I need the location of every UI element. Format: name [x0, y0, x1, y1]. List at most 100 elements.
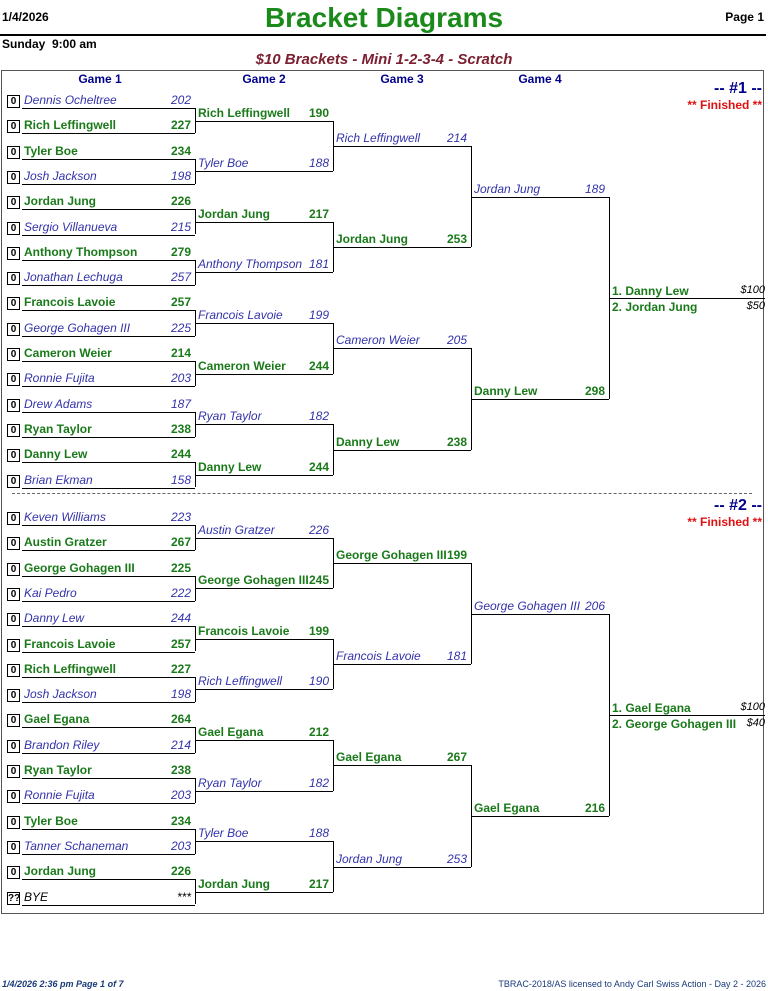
bowler-name: Rich Leffingwell	[24, 661, 117, 676]
slot-line	[196, 790, 333, 792]
slot-line	[22, 462, 195, 464]
bowler-name: Ryan Taylor	[24, 763, 92, 777]
bowler-score: 226	[170, 194, 191, 209]
bracket-connector	[195, 209, 196, 235]
slot-line	[22, 335, 195, 337]
bowler-score: 245	[308, 573, 329, 588]
slot-line	[196, 588, 333, 590]
slot-line	[196, 424, 333, 426]
slot-line	[472, 196, 609, 198]
bowler-score: 225	[170, 560, 191, 575]
bowler-name: Jordan Jung	[24, 864, 97, 879]
bowler-name: George Gohagen III	[336, 547, 447, 562]
result-prize: $40	[746, 716, 765, 729]
bowler-score: 214	[170, 346, 191, 360]
bowler-score: 182	[308, 775, 329, 790]
bowler-score: 244	[308, 459, 329, 474]
entry-count-box: 0	[7, 663, 20, 677]
bowler-score: 188	[308, 156, 329, 171]
bowler-name: Josh Jackson	[24, 687, 97, 702]
slot-line	[22, 158, 195, 160]
slot-line	[22, 550, 195, 552]
bowler-score: 238	[170, 421, 191, 436]
slot-line	[22, 209, 195, 211]
bowler-name: Rich Leffingwell	[24, 118, 117, 133]
bowler-name: George Gohagen III	[24, 560, 135, 575]
bowler-name: Tyler Boe	[24, 813, 78, 828]
bracket-connector	[333, 120, 334, 172]
slot-line	[334, 664, 471, 666]
slot-line	[22, 702, 195, 704]
entry-count-box: 0	[7, 714, 20, 728]
bowler-name: Francois Lavoie	[198, 308, 283, 323]
bowler-name: Cameron Weier	[198, 358, 286, 373]
bracket-connector	[333, 424, 334, 475]
slot-line	[472, 398, 609, 400]
entry-count-box: 0	[7, 790, 20, 804]
final-line	[610, 297, 765, 299]
slot-line	[22, 285, 195, 287]
bowler-name: Rich Leffingwell	[198, 674, 283, 689]
header-rule	[0, 34, 766, 36]
slot-line	[22, 525, 195, 526]
bowler-score: 199	[308, 623, 329, 638]
bowler-score: 214	[446, 130, 467, 145]
bowler-name: Brandon Riley	[24, 737, 100, 752]
bowler-score: 238	[446, 434, 467, 449]
bracket-connector	[195, 575, 196, 601]
bowler-score: 217	[308, 876, 329, 891]
bracket-connector	[471, 765, 472, 867]
bowler-name: Danny Lew	[24, 611, 85, 626]
bowler-score: 203	[170, 371, 191, 386]
bowler-score: 181	[308, 257, 329, 272]
bowler-score: 244	[308, 358, 329, 373]
bowler-score: 226	[308, 522, 329, 537]
bowler-name: Kai Pedro	[24, 585, 77, 600]
bowler-name: Sergio Villanueva	[24, 219, 118, 234]
slot-line	[196, 740, 333, 742]
entry-count-box: 0	[7, 537, 20, 551]
slot-line	[196, 323, 333, 325]
bowler-score: 188	[308, 826, 329, 841]
bowler-name: Austin Gratzer	[24, 535, 107, 550]
slot-line	[22, 752, 195, 754]
entry-count-box: 0	[7, 297, 20, 311]
bowler-name: Ryan Taylor	[198, 409, 262, 424]
bowler-name: Cameron Weier	[24, 346, 112, 360]
slot-line	[196, 638, 333, 640]
slot-line	[196, 171, 333, 173]
slot-line	[22, 676, 195, 678]
bowler-name: Gael Egana	[336, 750, 402, 765]
bowler-name: Rich Leffingwell	[198, 105, 291, 120]
bracket-connector	[333, 740, 334, 791]
bowler-score: 158	[170, 472, 191, 487]
bowler-score: 205	[446, 333, 467, 348]
bowler-name: Dennis Ocheltree	[24, 93, 117, 107]
bowler-name: Ronnie Fujita	[24, 371, 95, 386]
bowler-score: 189	[584, 181, 605, 196]
slot-line	[22, 803, 195, 805]
slot-line	[22, 600, 195, 602]
entry-count-box: 0	[7, 95, 20, 108]
bowler-name: Jordan Jung	[336, 232, 409, 247]
slot-line	[196, 272, 333, 274]
slot-line	[196, 120, 333, 122]
slot-line	[196, 373, 333, 375]
bowler-name: Danny Lew	[336, 434, 400, 449]
bowler-score: 181	[446, 649, 467, 664]
entry-count-box: 0	[7, 739, 20, 753]
entry-count-box: 0	[7, 196, 20, 210]
bowler-score: 257	[170, 270, 191, 285]
bowler-score: 234	[170, 813, 191, 828]
entry-count-box: ??	[7, 891, 21, 905]
bowler-score: 257	[170, 295, 191, 310]
bracket-divider	[12, 493, 752, 494]
bowler-score: 190	[308, 674, 329, 689]
bowler-name: Keven Williams	[24, 510, 106, 524]
bowler-score: 202	[170, 93, 191, 107]
bowler-score: 253	[446, 851, 467, 866]
bowler-score: 253	[446, 232, 467, 247]
bracket-connector	[609, 196, 610, 399]
slot-line	[196, 689, 333, 691]
bracket-frame	[1, 70, 764, 914]
